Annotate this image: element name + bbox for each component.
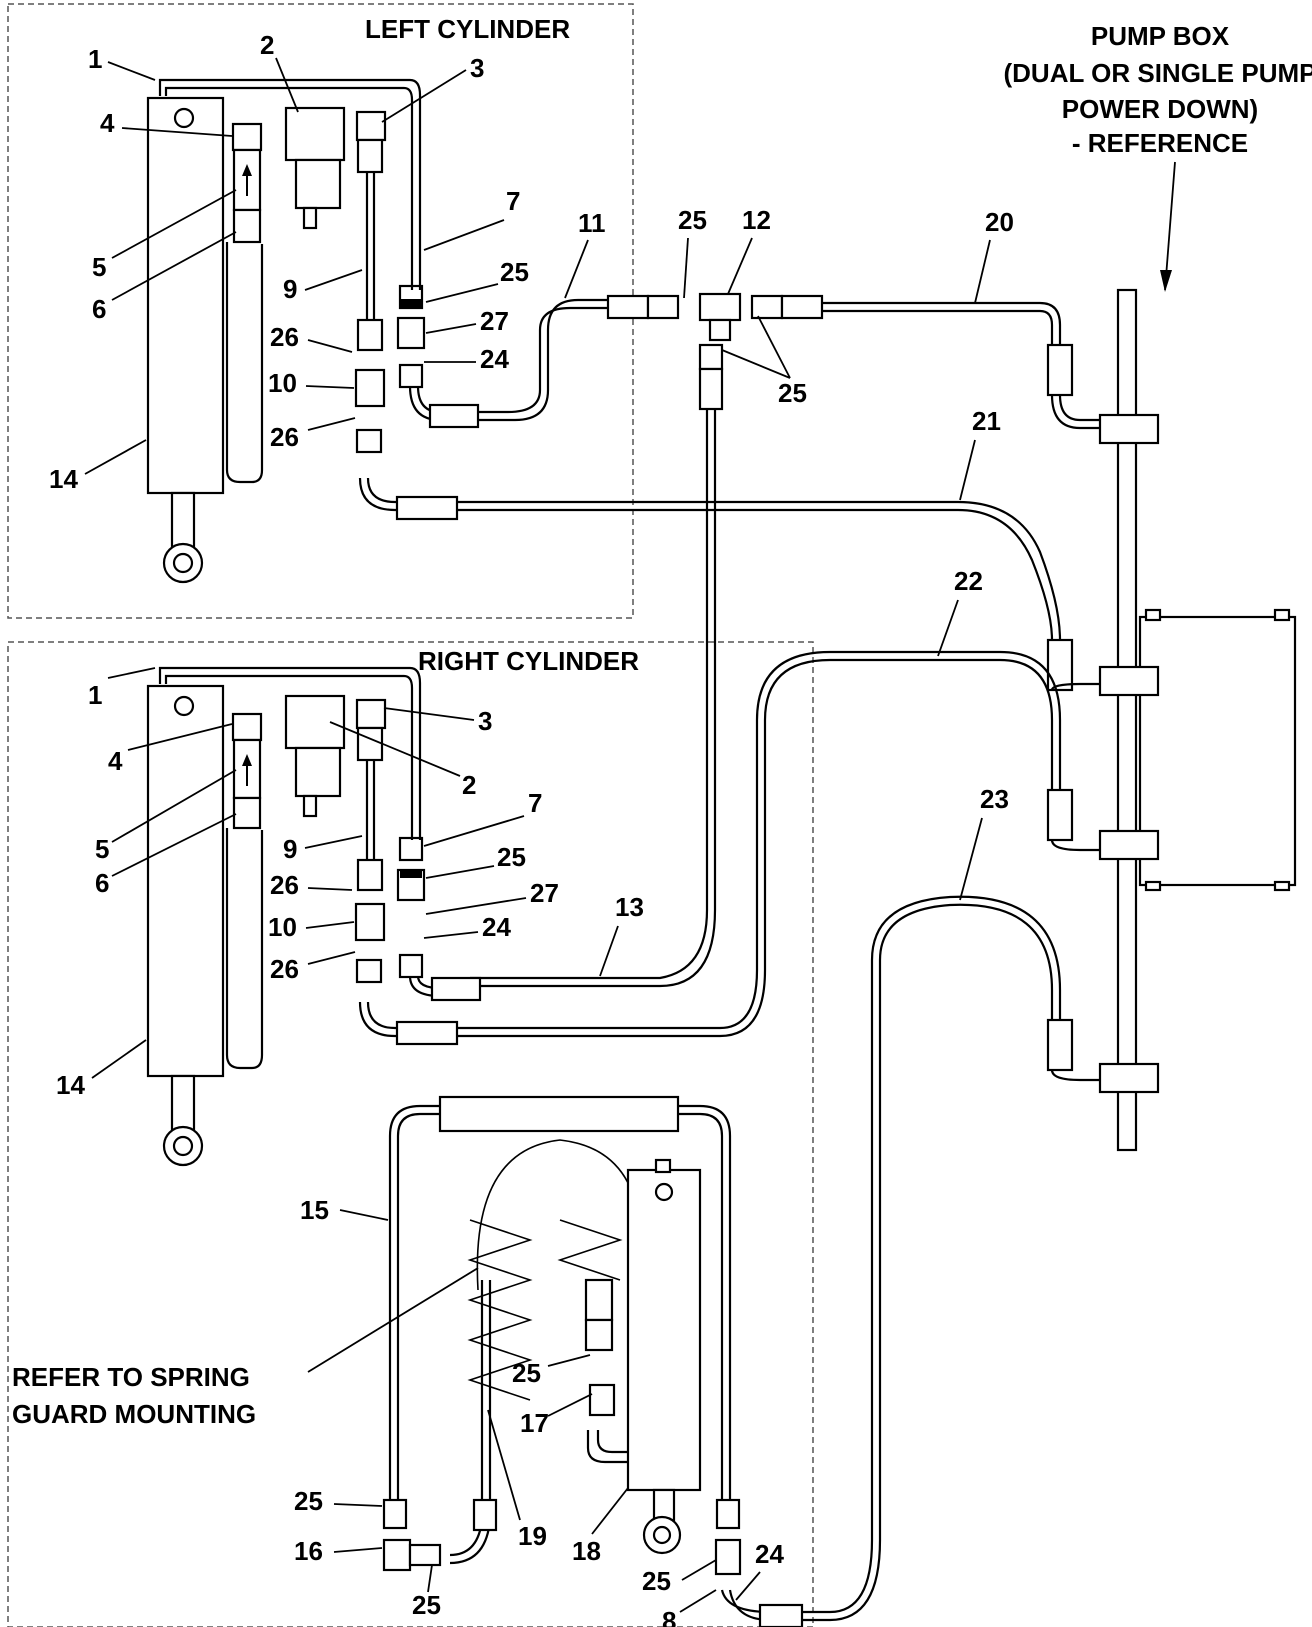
callout-9-right: 9 (283, 834, 297, 864)
spring-note-line2: GUARD MOUNTING (12, 1399, 256, 1429)
left-hose-21 (358, 477, 1054, 641)
callout-6-right: 6 (95, 868, 109, 898)
callout-24-left: 24 (480, 344, 509, 374)
callout-10-left: 10 (268, 368, 297, 398)
callout-17: 17 (520, 1408, 549, 1438)
left-nut-9 (356, 318, 384, 352)
left-elbow-3 (355, 110, 387, 142)
spring-guard-assembly (382, 895, 1100, 1627)
pump-box-leader (1164, 161, 1176, 291)
callout-2-right: 2 (462, 770, 476, 800)
callout-27-right: 27 (530, 878, 559, 908)
right-cylinder-heading: RIGHT CYLINDER (418, 646, 639, 676)
callout-23: 23 (980, 784, 1009, 814)
hose-22 (358, 658, 1054, 1038)
cylinder-18 (626, 1168, 702, 1492)
right-cylinder-assembly (146, 684, 426, 1167)
callout-18: 18 (572, 1536, 601, 1566)
callout-25-left-a: 25 (500, 257, 529, 287)
callout-22: 22 (954, 566, 983, 596)
left-cylinder-assembly (146, 96, 426, 584)
callout-21: 21 (972, 406, 1001, 436)
callout-26-right-b: 26 (270, 954, 299, 984)
pump-box-heading-line4: - REFERENCE (1072, 128, 1248, 158)
pump-box-bolt (1273, 880, 1291, 892)
callout-16: 16 (294, 1536, 323, 1566)
hose-20 (822, 301, 1062, 345)
callout-26-left-b: 26 (270, 422, 299, 452)
pump-box-bolt (1273, 608, 1291, 622)
callout-25-bottom-b: 25 (294, 1486, 323, 1516)
right-cylinder-body (146, 684, 225, 1078)
left-adapter-27 (396, 316, 426, 350)
elbow-16 (382, 1538, 412, 1572)
left-hose-11-end (606, 294, 650, 320)
pump-box-heading-line3: POWER DOWN) (1062, 94, 1258, 124)
spring-coil-top (476, 1139, 642, 1291)
callout-5: 5 (92, 252, 106, 282)
left-cylinder-body (146, 96, 225, 495)
callout-10-right: 10 (268, 912, 297, 942)
callout-14-right: 14 (56, 1070, 85, 1100)
pump-box-bolt (1144, 608, 1162, 622)
callout-1-right: 1 (88, 680, 102, 710)
hose-23 (728, 903, 1054, 1622)
callout-11: 11 (578, 208, 606, 238)
pump-box (1138, 615, 1297, 887)
callout-24-bottom: 24 (755, 1539, 784, 1569)
callout-13: 13 (615, 892, 644, 922)
callout-24-right: 24 (482, 912, 511, 942)
pump-box-heading-line1: PUMP BOX (1091, 21, 1230, 51)
hose-20-end (780, 294, 824, 320)
spring-note-line1: REFER TO SPRING (12, 1362, 250, 1392)
tee-12 (698, 292, 742, 322)
pump-mounting-plate (1116, 288, 1138, 1152)
left-cylinder-heading: LEFT CYLINDER (365, 14, 570, 44)
spring-note-leader (307, 1267, 479, 1373)
callout-25-tee-a: 25 (678, 205, 707, 235)
callout-25-bottom-a: 25 (512, 1358, 541, 1388)
pump-box-arrowhead (1160, 270, 1172, 292)
plate-port-fittings (1098, 413, 1160, 1094)
left-elbow-4 (231, 122, 263, 152)
callout-4-right: 4 (108, 746, 123, 776)
fitting-8 (714, 1538, 742, 1576)
callout-25-bottom-c: 25 (412, 1590, 441, 1620)
callout-2: 2 (260, 30, 274, 60)
hose-guard-sleeve (438, 1095, 680, 1133)
callout-19: 19 (518, 1521, 547, 1551)
left-hose-11 (408, 298, 608, 422)
callout-15: 15 (300, 1195, 329, 1225)
right-cylinder-group-border (7, 641, 814, 1627)
callout-6: 6 (92, 294, 106, 324)
callout-27-left: 27 (480, 306, 509, 336)
left-adapter-10 (354, 368, 386, 408)
callout-26-left-a: 26 (270, 322, 299, 352)
pump-box-bolt (1144, 880, 1162, 892)
callout-20: 20 (985, 207, 1014, 237)
callout-4: 4 (100, 108, 115, 138)
left-nut-26 (355, 428, 383, 454)
callout-7: 7 (506, 186, 520, 216)
callout-14-left: 14 (49, 464, 78, 494)
callout-25-right: 25 (497, 842, 526, 872)
pump-box-heading-line2: (DUAL OR SINGLE PUMP (1004, 58, 1312, 88)
callout-9: 9 (283, 274, 297, 304)
fitting-17 (588, 1383, 616, 1417)
hose-13 (470, 409, 709, 980)
callout-25-bottom-d: 25 (642, 1566, 671, 1596)
callout-25-tee-b: 25 (778, 378, 807, 408)
left-solenoid-valve-2 (284, 106, 346, 162)
callout-7-right: 7 (528, 788, 542, 818)
callout-3-right: 3 (478, 706, 492, 736)
callout-5-right: 5 (95, 834, 109, 864)
callout-12: 12 (742, 205, 771, 235)
callout-8: 8 (662, 1606, 676, 1627)
callout-3: 3 (470, 53, 484, 83)
left-tube-1 (158, 78, 422, 290)
callout-1: 1 (88, 44, 102, 74)
callout-26-right-a: 26 (270, 870, 299, 900)
